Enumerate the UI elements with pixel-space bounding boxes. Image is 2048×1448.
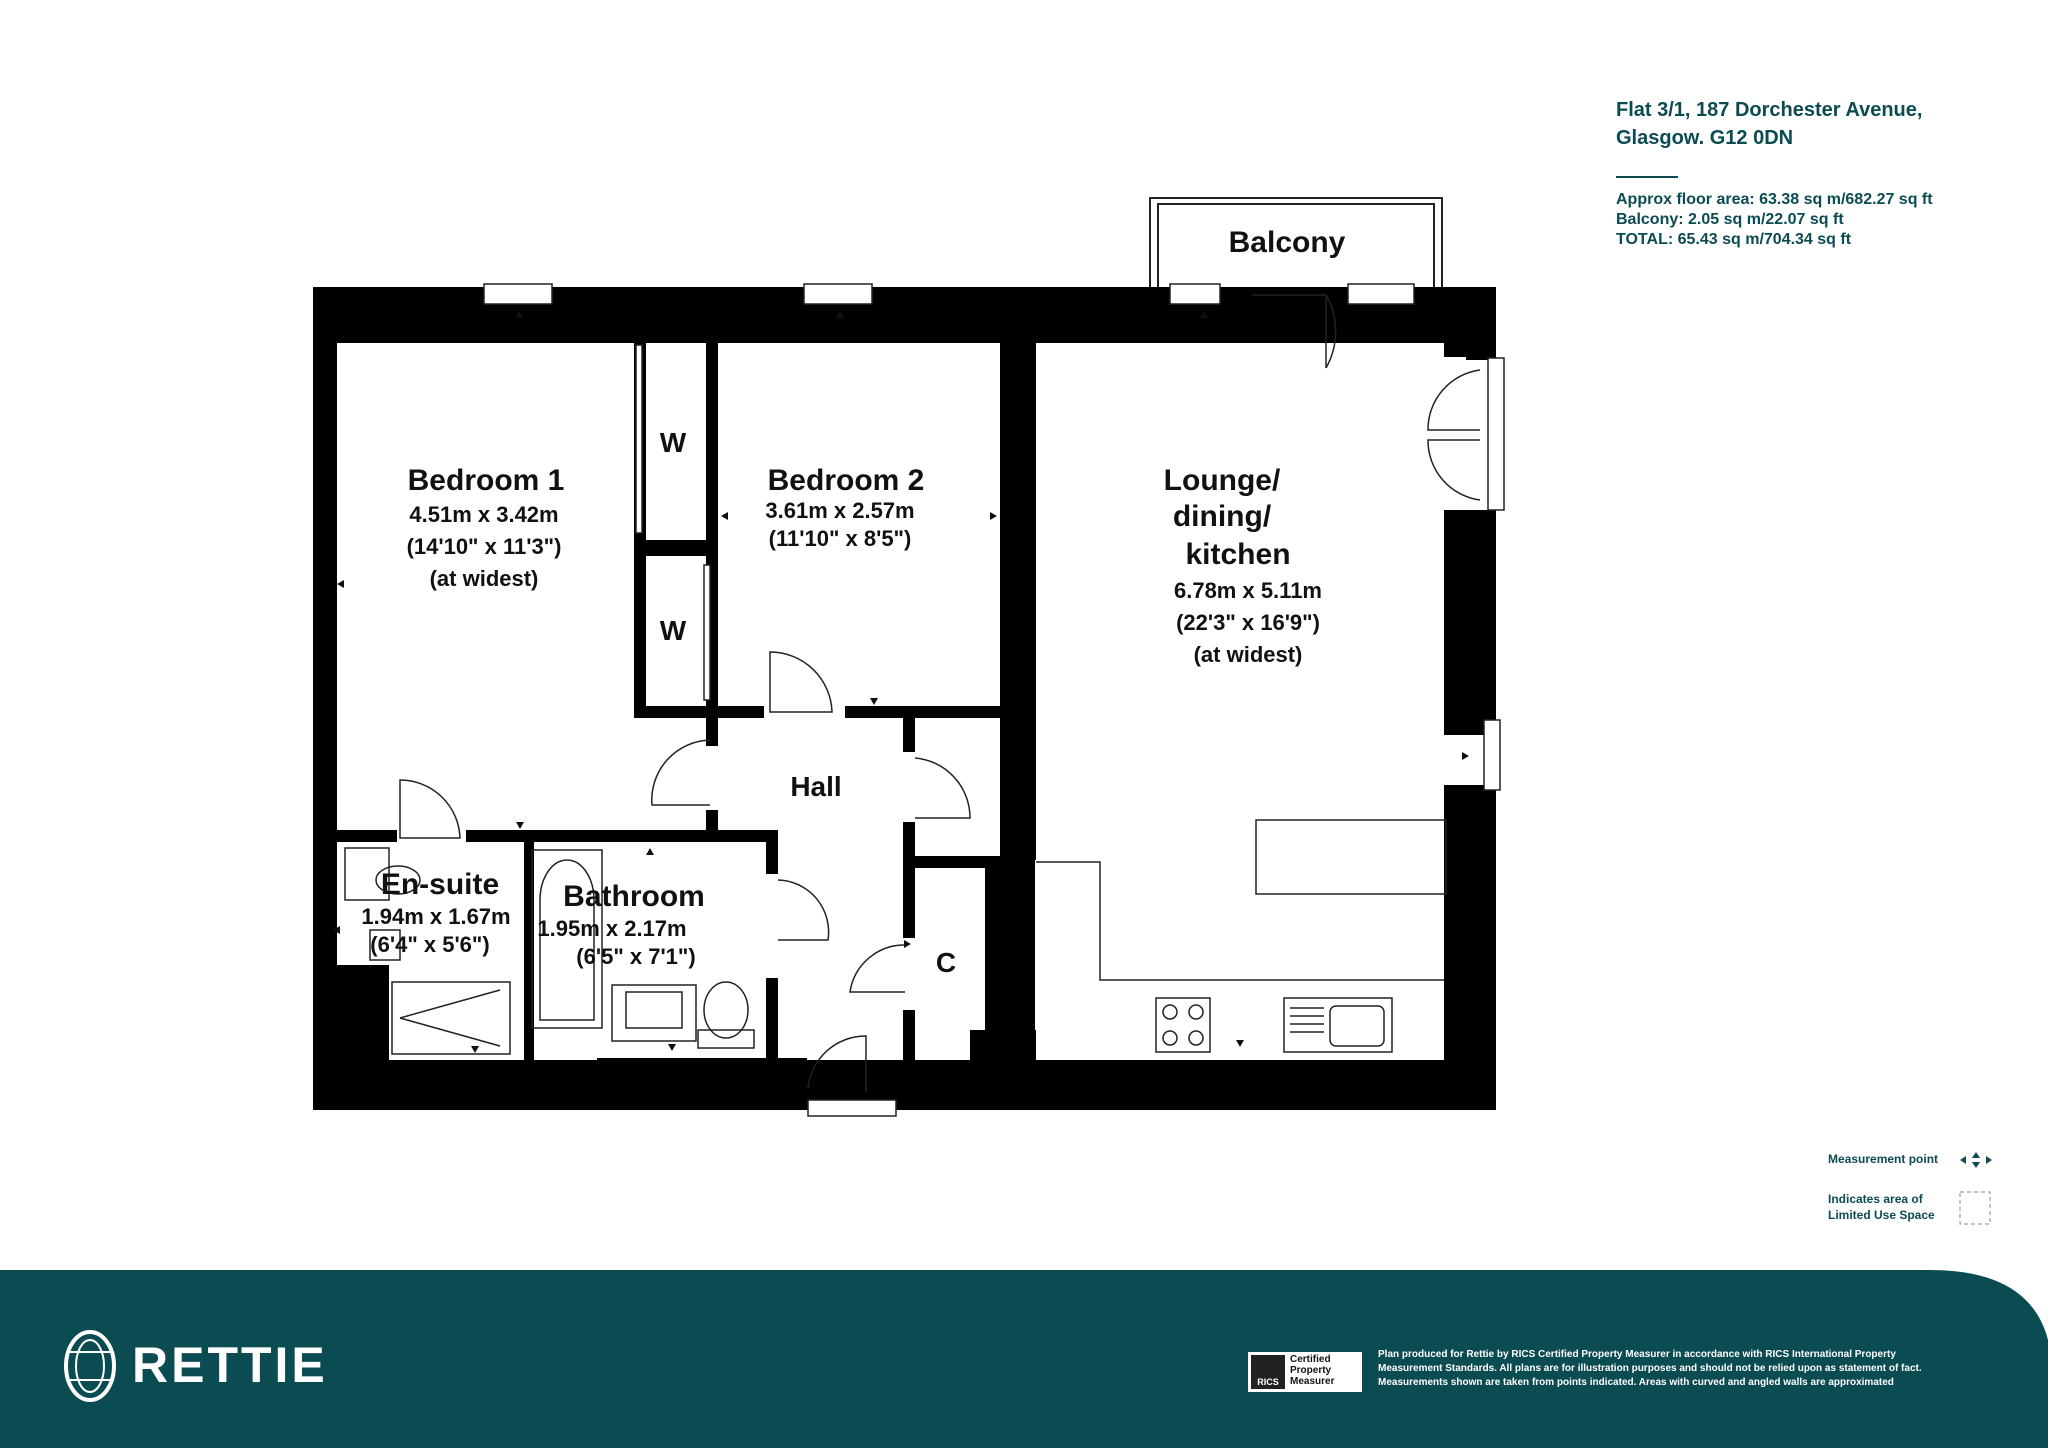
legend-limited-use-line2: Limited Use Space (1828, 1208, 1935, 1222)
door-swings (399, 294, 1481, 1092)
ensuite-metric: 1.94m x 1.67m (361, 904, 510, 929)
bedroom-1-imperial: (14'10" x 11'3") (407, 534, 562, 559)
rettie-logo-icon (64, 1330, 116, 1402)
rics-badge-line2: Property (1290, 1365, 1332, 1376)
bedroom-2-metric: 3.61m x 2.57m (765, 498, 914, 523)
property-info: Flat 3/1, 187 Dorchester Avenue, Glasgow… (1616, 96, 1933, 250)
disclaimer: Plan produced for Rettie by RICS Certifi… (1378, 1348, 2018, 1390)
brand-name: RETTIE (132, 1337, 328, 1393)
divider (1616, 176, 1678, 178)
rics-badge: RICS Certified Property Measurer (1248, 1352, 1362, 1392)
room-label-wardrobe-2: W (660, 615, 687, 646)
disclaimer-line2: Measurement Standards. All plans are for… (1378, 1363, 1922, 1374)
footer-band (0, 1270, 2048, 1448)
bedroom-2-imperial: (11'10" x 8'5") (769, 526, 912, 551)
room-label-wardrobe-1: W (660, 427, 687, 458)
room-label-balcony: Balcony (1229, 226, 1346, 259)
rics-badge-line3: Measurer (1290, 1376, 1335, 1387)
windows (483, 283, 1505, 1117)
rics-mark: RICS (1251, 1355, 1285, 1389)
room-label-lounge-line1: Lounge/ (1164, 464, 1281, 497)
lounge-metric: 6.78m x 5.11m (1174, 578, 1322, 603)
measurement-points (333, 311, 1469, 1053)
bedroom-1-metric: 4.51m x 3.42m (409, 502, 558, 527)
bathroom-imperial: (6'5" x 7'1") (576, 944, 695, 969)
wardrobe-doors (635, 344, 711, 701)
approx-floor-area: Approx floor area: 63.38 sq m/682.27 sq … (1616, 191, 1933, 208)
balcony-area: Balcony: 2.05 sq m/22.07 sq ft (1616, 211, 1844, 228)
ensuite-imperial: (6'4" x 5'6") (370, 932, 489, 957)
room-label-hall: Hall (790, 771, 841, 802)
room-label-bedroom-2: Bedroom 2 (768, 464, 925, 497)
address-line-1: Flat 3/1, 187 Dorchester Avenue, (1616, 99, 1923, 121)
disclaimer-line3: Measurements shown are taken from points… (1378, 1377, 1894, 1388)
lounge-imperial: (22'3" x 16'9") (1176, 610, 1320, 635)
exterior-walls (313, 287, 1496, 1110)
bathroom-metric: 1.95m x 2.17m (537, 916, 686, 941)
total-area: TOTAL: 65.43 sq m/704.34 sq ft (1616, 231, 1852, 248)
room-label-bedroom-1: Bedroom 1 (408, 464, 565, 497)
room-label-cupboard: C (936, 947, 956, 978)
legend-measurement-point: Measurement point (1828, 1152, 1939, 1166)
room-label-lounge-line2: dining/ (1173, 500, 1272, 533)
lounge-note: (at widest) (1194, 642, 1303, 667)
rics-badge-line1: Certified (1290, 1354, 1331, 1365)
bedroom-1-note: (at widest) (430, 566, 539, 591)
bathroom-fittings (344, 847, 755, 1055)
address-line-2: Glasgow. G12 0DN (1616, 127, 1794, 149)
room-label-ensuite: En-suite (381, 868, 499, 901)
limited-use-space-icon (1959, 1191, 1991, 1225)
disclaimer-line1: Plan produced for Rettie by RICS Certifi… (1378, 1349, 1896, 1360)
kitchen-units (1036, 819, 1447, 1053)
legend-limited-use-line1: Indicates area of (1828, 1192, 1923, 1206)
interior-walls (313, 287, 1384, 1110)
rics-badge-text: Certified Property Measurer (1290, 1354, 1358, 1387)
measurement-point-icon (1960, 1152, 1992, 1168)
room-label-lounge-line3: kitchen (1185, 538, 1290, 571)
room-label-bathroom: Bathroom (563, 880, 705, 913)
